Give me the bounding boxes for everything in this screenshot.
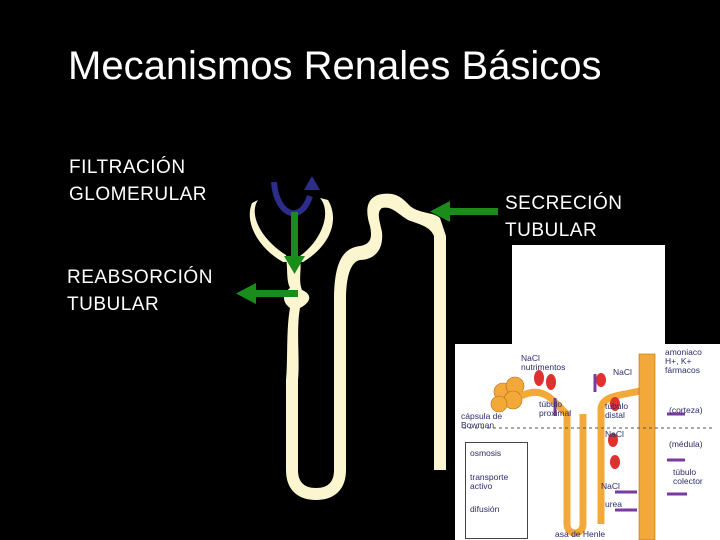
inset-purple-arrows xyxy=(553,374,687,512)
filtration-arrowhead xyxy=(284,256,305,274)
inset-diagram xyxy=(463,353,713,540)
glomerulus-arrow xyxy=(271,181,313,217)
blank-panel xyxy=(512,245,665,355)
reabsorption-arrow-shaft xyxy=(254,290,298,297)
bowman-capsule-left xyxy=(249,200,288,262)
page-title: Mecanismos Renales Básicos xyxy=(68,44,602,88)
secretion-arrow-shaft xyxy=(446,208,498,215)
secretion-arrowhead xyxy=(430,201,450,222)
inset-distal-tubule xyxy=(597,386,646,524)
inset-red-arrows xyxy=(534,370,620,469)
legend-difusion: difusión xyxy=(470,504,500,514)
inset-label-nacl-top: NaCl xyxy=(613,367,632,377)
inset-collecting-duct xyxy=(638,353,656,540)
bowman-capsule-right xyxy=(298,198,334,262)
inset-label-nacl-mid: NaCl xyxy=(605,429,624,439)
inset-legend: osmosis transporte activo difusión xyxy=(465,442,528,539)
nephron-tubule xyxy=(284,193,446,500)
secretion-label: SECRECIÓN TUBULAR xyxy=(505,193,623,241)
filtration-label: FILTRACIÓN GLOMERULAR xyxy=(69,157,208,205)
filtration-arrow-shaft xyxy=(291,212,298,258)
reabsorption-arrowhead xyxy=(236,283,256,304)
inset-label-nacl-low: NaCl xyxy=(601,481,620,491)
glomerulus-arrowhead xyxy=(304,176,320,190)
inset-label-corteza: (corteza) xyxy=(669,405,703,415)
legend-transporte: transporte activo xyxy=(470,472,509,491)
reabsorption-label: REABSORCIÓN TUBULAR xyxy=(67,267,213,315)
inset-label-asa: asa de Henle xyxy=(555,529,606,539)
inset-label-medula: (médula) xyxy=(669,439,703,449)
inset-proximal-tubule xyxy=(519,388,587,537)
inset-label-urea: urea xyxy=(605,499,623,509)
glomerulus xyxy=(490,376,525,413)
legend-osmosis: osmosis xyxy=(470,448,502,458)
